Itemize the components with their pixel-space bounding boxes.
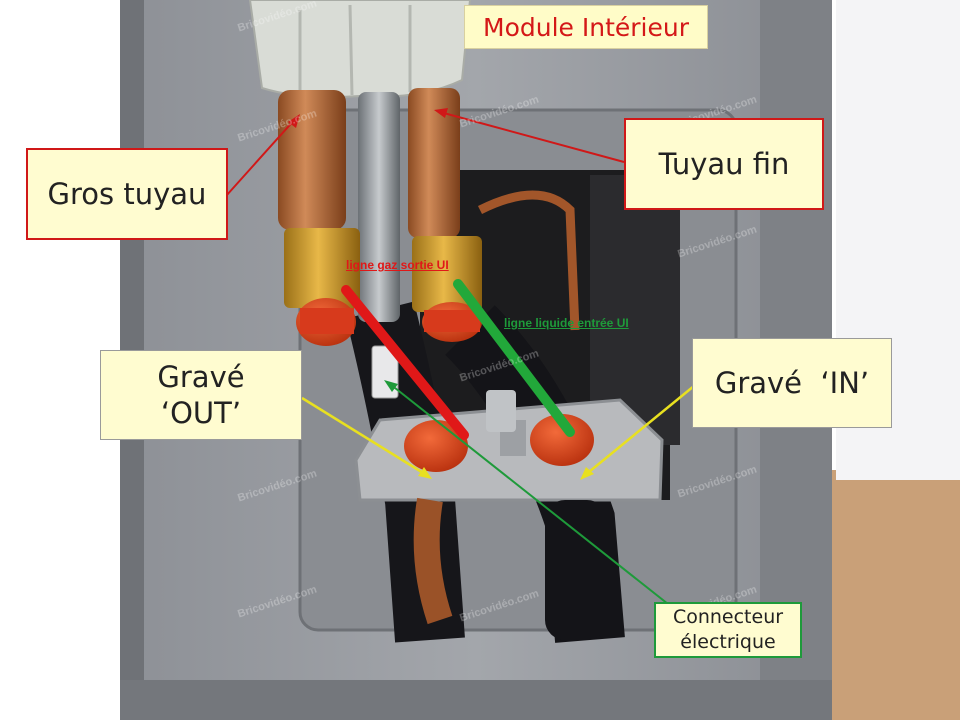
silver-pipe xyxy=(358,92,400,322)
callout-gros-tuyau: Gros tuyau xyxy=(26,148,228,240)
gas-line-marker xyxy=(341,285,469,440)
wooden-edge xyxy=(830,470,960,720)
callout-connecteur-line2: électrique xyxy=(680,631,776,653)
callout-grave-in: Gravé ‘IN’ xyxy=(692,338,892,428)
callout-grave-out: Gravé ‘OUT’ xyxy=(100,350,302,440)
page-title: Module Intérieur xyxy=(483,12,689,42)
callout-grave-out-line1: Gravé xyxy=(157,359,245,394)
liquid-line-marker xyxy=(453,279,575,437)
brass-fitting-gas xyxy=(284,228,360,308)
callout-grave-in-text: Gravé ‘IN’ xyxy=(714,365,870,400)
label-ligne-liquide: ligne liquide entrée UI xyxy=(504,316,629,330)
arrow-grave-in xyxy=(583,385,695,477)
callout-tuyau-fin: Tuyau fin xyxy=(624,118,824,210)
arrow-grave-out xyxy=(301,396,429,478)
callout-connecteur-line1: Connecteur xyxy=(672,606,784,629)
title-box: Module Intérieur xyxy=(464,5,708,49)
callout-gros-tuyau-text: Gros tuyau xyxy=(47,176,207,211)
arrow-connecteur xyxy=(389,383,669,605)
callout-connecteur: Connecteur électrique xyxy=(654,602,802,658)
valve-cap-in xyxy=(530,414,594,466)
callout-grave-out-line2: ‘OUT’ xyxy=(160,396,242,430)
callout-tuyau-fin-text: Tuyau fin xyxy=(658,146,790,181)
arrow-gros-tuyau xyxy=(225,117,297,197)
arrow-tuyau-fin xyxy=(439,111,625,163)
label-ligne-gaz: ligne gaz sortie UI xyxy=(346,258,449,272)
thin-copper-pipe xyxy=(408,88,460,238)
